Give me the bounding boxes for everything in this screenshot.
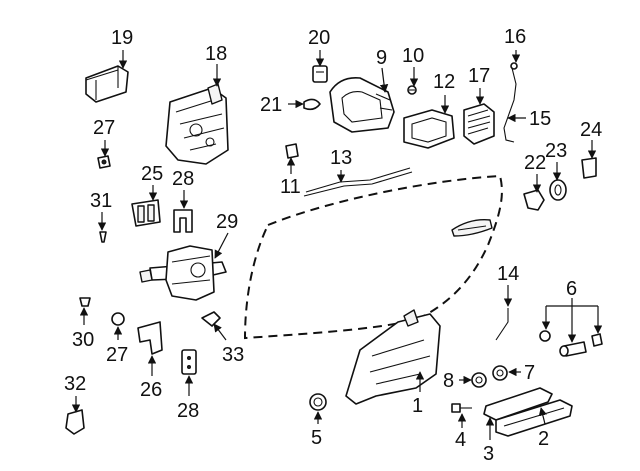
part-4-bolt <box>451 403 472 413</box>
callout-27a: 27 <box>93 117 115 139</box>
part-1-carrier <box>345 309 441 405</box>
callout-18: 18 <box>205 43 227 65</box>
callout-labels: 1 2 3 4 5 6 7 8 9 10 11 12 13 14 15 16 1… <box>64 26 602 465</box>
callout-15: 15 <box>529 108 551 130</box>
door-outline <box>243 174 503 340</box>
callout-11: 11 <box>280 176 301 198</box>
callout-2: 2 <box>538 428 549 450</box>
callout-25: 25 <box>141 163 163 185</box>
callout-17: 17 <box>468 65 490 87</box>
part-14-rod <box>495 308 509 341</box>
part-12-bezel <box>403 109 455 149</box>
callout-28b: 28 <box>177 400 199 422</box>
callout-8: 8 <box>443 370 454 392</box>
callout-1: 1 <box>412 395 423 417</box>
callout-32: 32 <box>64 373 86 395</box>
callout-4: 4 <box>455 429 466 451</box>
part-10-screw <box>407 85 417 95</box>
part-5-cap <box>309 393 327 411</box>
callout-30: 30 <box>72 329 94 351</box>
part-8-ring <box>471 372 487 388</box>
part-9-inside-handle-housing <box>329 76 395 133</box>
part-29-check-strap <box>139 245 227 301</box>
part-7-ring <box>492 365 508 381</box>
part-21-clip <box>303 98 321 111</box>
part-23-bushing <box>549 179 567 201</box>
part-27-grommet-top <box>97 155 111 169</box>
part-26-bracket <box>137 321 163 355</box>
callout-9: 9 <box>376 47 387 69</box>
callout-7: 7 <box>524 362 535 384</box>
callout-26: 26 <box>140 379 162 401</box>
part-3-handle-bracket <box>483 387 553 421</box>
callout-31: 31 <box>90 190 112 212</box>
callout-14: 14 <box>497 263 519 285</box>
callout-23: 23 <box>545 140 567 162</box>
part-15-16-rod <box>503 62 518 143</box>
leader-lines <box>71 50 603 440</box>
callout-19: 19 <box>111 27 133 49</box>
callout-29: 29 <box>216 211 238 233</box>
part-31-pin <box>99 231 107 243</box>
part-6-lock-cylinder <box>539 330 603 357</box>
callout-10: 10 <box>402 45 424 67</box>
callout-20: 20 <box>308 27 330 49</box>
part-25-hinge <box>131 199 161 227</box>
door-handle-pocket <box>451 219 493 237</box>
callout-21: 21 <box>260 94 282 116</box>
callout-33: 33 <box>222 344 244 366</box>
part-19-handle-cap <box>85 65 129 103</box>
part-33-clip <box>201 311 221 327</box>
part-28-plate-lower <box>181 349 197 375</box>
part-30-screw <box>79 297 91 307</box>
callout-5: 5 <box>311 427 322 449</box>
part-28-bracket-upper <box>173 209 193 233</box>
callout-22: 22 <box>524 152 546 174</box>
callout-24: 24 <box>580 119 602 141</box>
part-27-grommet-bottom <box>111 312 125 326</box>
callout-13: 13 <box>330 147 352 169</box>
callout-28a: 28 <box>172 168 194 190</box>
part-18-lock-assembly <box>165 83 229 165</box>
part-32-cover <box>65 409 85 435</box>
part-2-outer-handle <box>495 399 573 437</box>
callout-16: 16 <box>504 26 526 48</box>
part-20-clip <box>312 65 328 83</box>
callout-3: 3 <box>483 443 494 465</box>
part-24-block <box>581 157 597 179</box>
part-11-clip <box>285 143 299 159</box>
part-22-bushing <box>523 189 545 211</box>
part-17-lock-module <box>463 103 495 145</box>
callout-12: 12 <box>433 71 455 93</box>
callout-27b: 27 <box>106 344 128 366</box>
part-13-rod <box>303 167 413 197</box>
callout-6: 6 <box>566 278 577 300</box>
